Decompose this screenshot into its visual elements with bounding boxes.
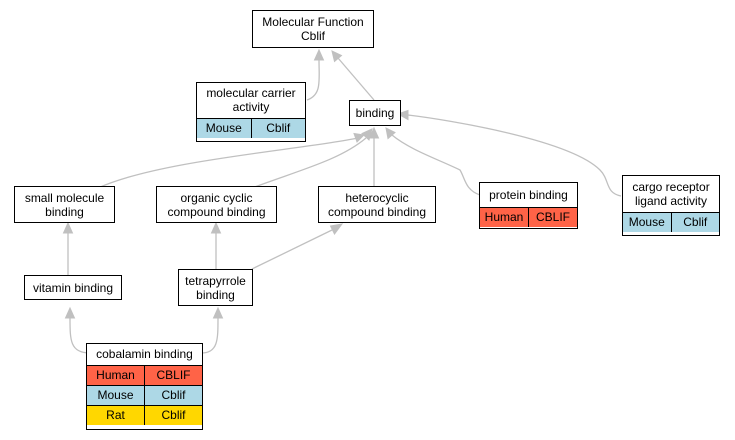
- edge-cargo-binding: [407, 114, 622, 197]
- arrowhead: [331, 50, 343, 63]
- node-cobalamin-binding[interactable]: cobalamin binding Human CBLIF Mouse Cbli…: [86, 343, 203, 430]
- arrowhead: [353, 132, 366, 143]
- node-label: binding: [355, 106, 395, 120]
- node-heterocyclic-compound-binding[interactable]: heterocyclic compound binding: [318, 186, 436, 223]
- node-label: molecular carrier activity: [206, 86, 296, 114]
- species-cell: Mouse: [628, 215, 665, 229]
- node-cargo-receptor-ligand-activity[interactable]: cargo receptor ligand activity Mouse Cbl…: [622, 175, 720, 236]
- node-label: cobalamin binding: [96, 347, 193, 361]
- edge-cobalamin-vitamin: [69, 317, 91, 354]
- arrowhead: [62, 221, 74, 234]
- species-cell: Rat: [106, 408, 125, 422]
- annotation-row: Rat Cblif: [87, 405, 202, 425]
- node-label: heterocyclic compound binding: [327, 191, 427, 219]
- edge-protein-binding: [391, 134, 481, 196]
- arrowhead: [385, 127, 396, 140]
- annotation-row: Human CBLIF: [480, 207, 577, 227]
- arrowhead: [313, 48, 325, 61]
- arrowhead: [212, 306, 224, 319]
- node-molecular-function[interactable]: Molecular Function Cblif: [252, 10, 374, 48]
- node-label: small molecule binding: [24, 191, 105, 219]
- arrowhead: [210, 221, 222, 234]
- node-vitamin-binding[interactable]: vitamin binding: [24, 275, 122, 300]
- node-molecular-carrier-activity[interactable]: molecular carrier activity Mouse Cblif: [196, 82, 306, 142]
- node-label: protein binding: [489, 188, 568, 202]
- edge-tetra-hetero: [251, 229, 333, 270]
- species-cell: Mouse: [97, 388, 134, 402]
- edge-cobalamin-tetra: [200, 317, 219, 354]
- annotation-row: Mouse Cblif: [197, 118, 305, 138]
- gene-cell: Cblif: [144, 406, 202, 425]
- node-label: tetrapyrrole binding: [185, 274, 246, 302]
- gene-cell: Cblif: [250, 119, 306, 138]
- gene-cell: CBLIF: [528, 208, 577, 227]
- node-small-molecule-binding[interactable]: small molecule binding: [14, 186, 115, 223]
- node-tetrapyrrole-binding[interactable]: tetrapyrrole binding: [178, 269, 253, 306]
- arrowhead: [64, 306, 76, 319]
- species-cell: Mouse: [205, 121, 242, 135]
- node-organic-cyclic-compound-binding[interactable]: organic cyclic compound binding: [156, 186, 277, 223]
- node-binding[interactable]: binding: [349, 100, 401, 126]
- species-cell: Human: [484, 210, 524, 224]
- node-label: Molecular Function Cblif: [262, 15, 364, 43]
- annotation-row: Mouse Cblif: [87, 385, 202, 405]
- gene-cell: CBLIF: [144, 366, 202, 385]
- arrowhead: [329, 223, 344, 235]
- edge-small-binding: [97, 137, 359, 189]
- annotation-row: Mouse Cblif: [623, 212, 719, 232]
- gene-cell: Cblif: [670, 213, 720, 232]
- edge-carrier-root: [306, 59, 320, 101]
- annotation-row: Human CBLIF: [87, 365, 202, 385]
- arrowhead: [368, 126, 380, 139]
- edge-binding-root: [337, 57, 375, 101]
- species-cell: Human: [96, 368, 135, 382]
- node-protein-binding[interactable]: protein binding Human CBLIF: [479, 182, 578, 229]
- edge-organic-binding: [251, 137, 367, 189]
- node-label: organic cyclic compound binding: [167, 191, 266, 219]
- arrowhead: [396, 109, 409, 121]
- gene-cell: Cblif: [144, 386, 202, 405]
- node-label: cargo receptor ligand activity: [632, 180, 710, 208]
- node-label: vitamin binding: [32, 281, 114, 295]
